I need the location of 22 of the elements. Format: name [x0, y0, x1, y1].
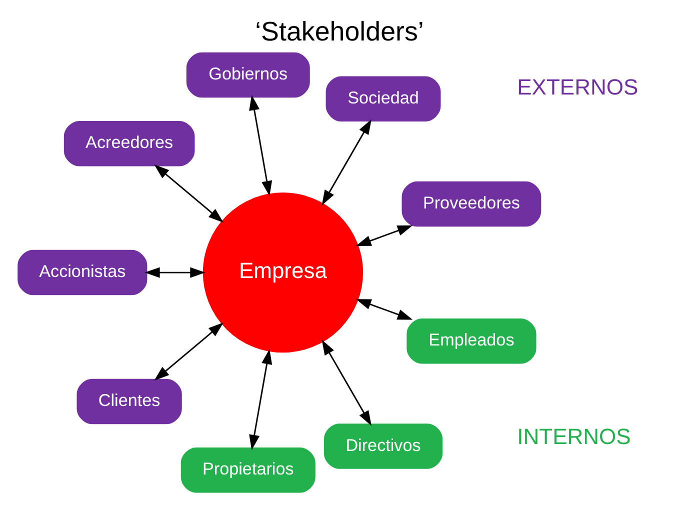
node-box: Empleados	[406, 318, 536, 364]
arrow	[248, 348, 272, 450]
node-box: Proveedores	[401, 180, 541, 226]
node-box: Accionistas	[17, 249, 147, 295]
diagram-title: ‘Stakeholders’	[254, 16, 424, 46]
arrow	[355, 224, 412, 246]
arrow	[355, 298, 412, 320]
node-box: Directivos	[323, 423, 442, 468]
arrow	[321, 118, 372, 205]
node-box: Clientes	[76, 378, 182, 424]
node-box: Sociedad	[325, 76, 440, 121]
node-box: Gobiernos	[186, 52, 310, 98]
node-box: Propietarios	[180, 446, 315, 492]
node-circle: Empresa	[202, 192, 363, 352]
label: INTERNOS	[516, 424, 630, 449]
label: EXTERNOS	[516, 74, 638, 100]
arrow	[144, 266, 205, 278]
node-box: Acreedores	[63, 120, 194, 166]
arrow	[154, 164, 223, 222]
arrow	[321, 339, 372, 426]
arrow	[154, 322, 223, 380]
arrow	[248, 94, 272, 196]
